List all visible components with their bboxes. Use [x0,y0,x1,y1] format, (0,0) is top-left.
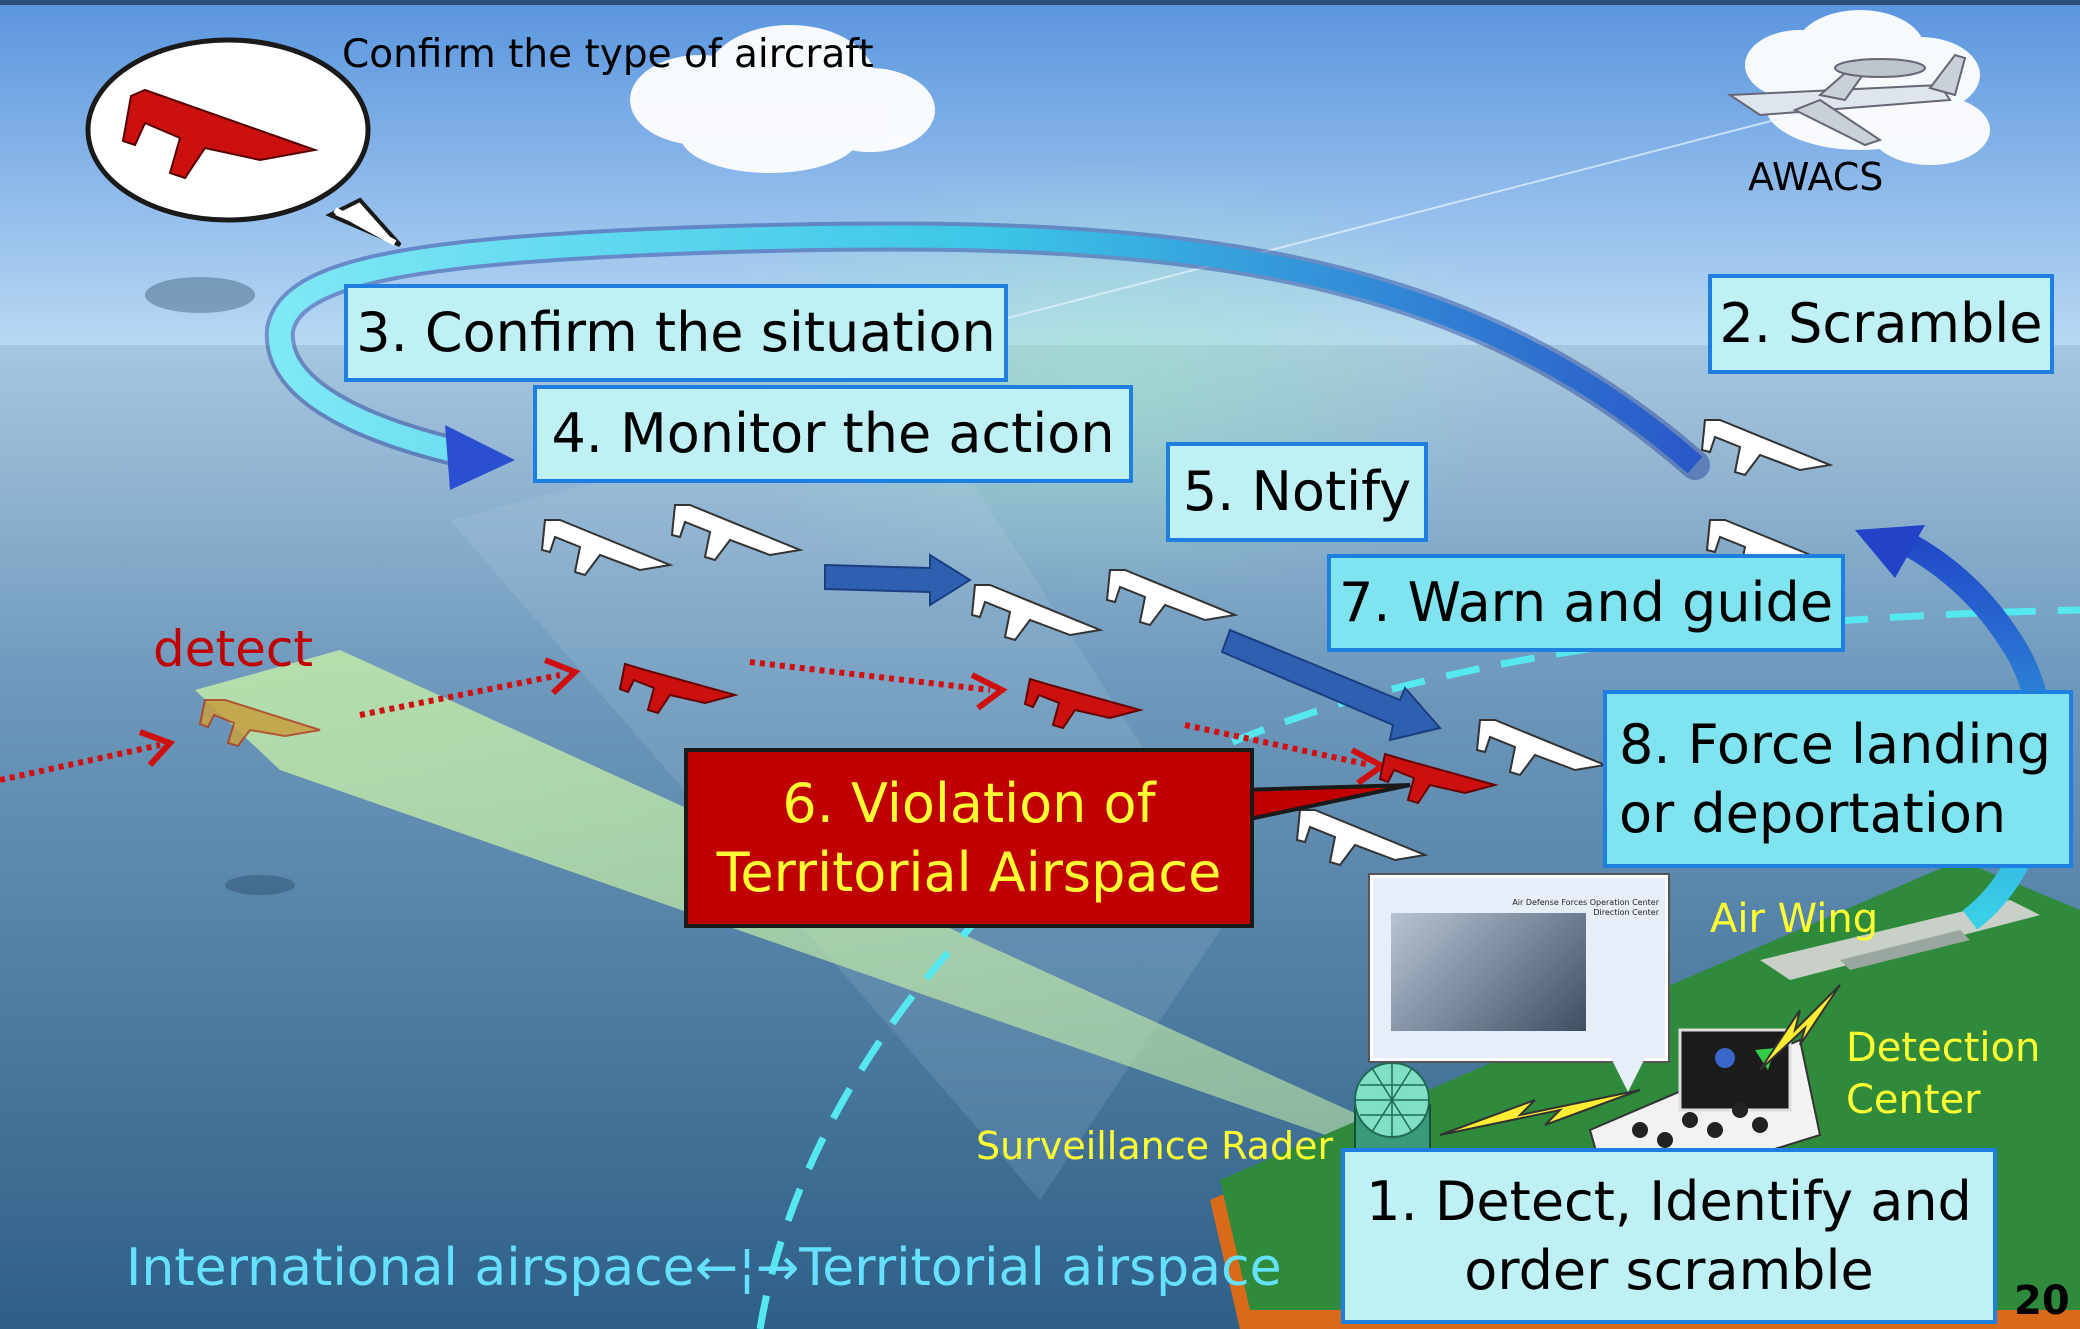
page-number: 20 [2014,1278,2070,1324]
step-5-box: 5. Notify [1166,442,1428,542]
jet-icons [198,419,1839,867]
awacs-label: AWACS [1748,155,1884,199]
air-wing-label: Air Wing [1710,896,1879,942]
type-callout-bubble [85,37,402,247]
awacs-icon [1726,53,1967,147]
detection-center-label: Detection Center [1846,1025,2041,1123]
step-6-violation-box: 6. Violation of Territorial Airspace [684,748,1254,928]
confirm-arc-arrow [264,221,1710,490]
step-7-box: 7. Warn and guide [1327,554,1845,652]
surveillance-radar-label: Surveillance Rader [976,1124,1334,1168]
step-2-box: 2. Scramble [1708,274,2054,374]
comm-link-icon-2 [1759,984,1841,1071]
cloud-left [630,25,935,173]
photo-image [1391,913,1586,1031]
photo-pointer [1610,1056,1646,1092]
airspace-label: International airspace←¦→Territorial air… [126,1238,1282,1298]
step-8-box: 8. Force landing or deportation [1603,690,2073,868]
callout-text: Confirm the type of aircraft [342,32,874,77]
step-4-box: 4. Monitor the action [533,385,1133,483]
flight-path-arrows [824,553,1442,742]
detect-label: detect [153,620,313,678]
step-3-box: 3. Confirm the situation [344,284,1008,382]
step-1-box: 1. Detect, Identify and order scramble [1341,1148,1997,1324]
plane-shadows [145,277,295,895]
intruder-track [0,659,1371,783]
operation-center-photo: Air Defense Forces Operation Center Dire… [1370,875,1668,1061]
photo-caption: Air Defense Forces Operation Center Dire… [1512,898,1659,918]
